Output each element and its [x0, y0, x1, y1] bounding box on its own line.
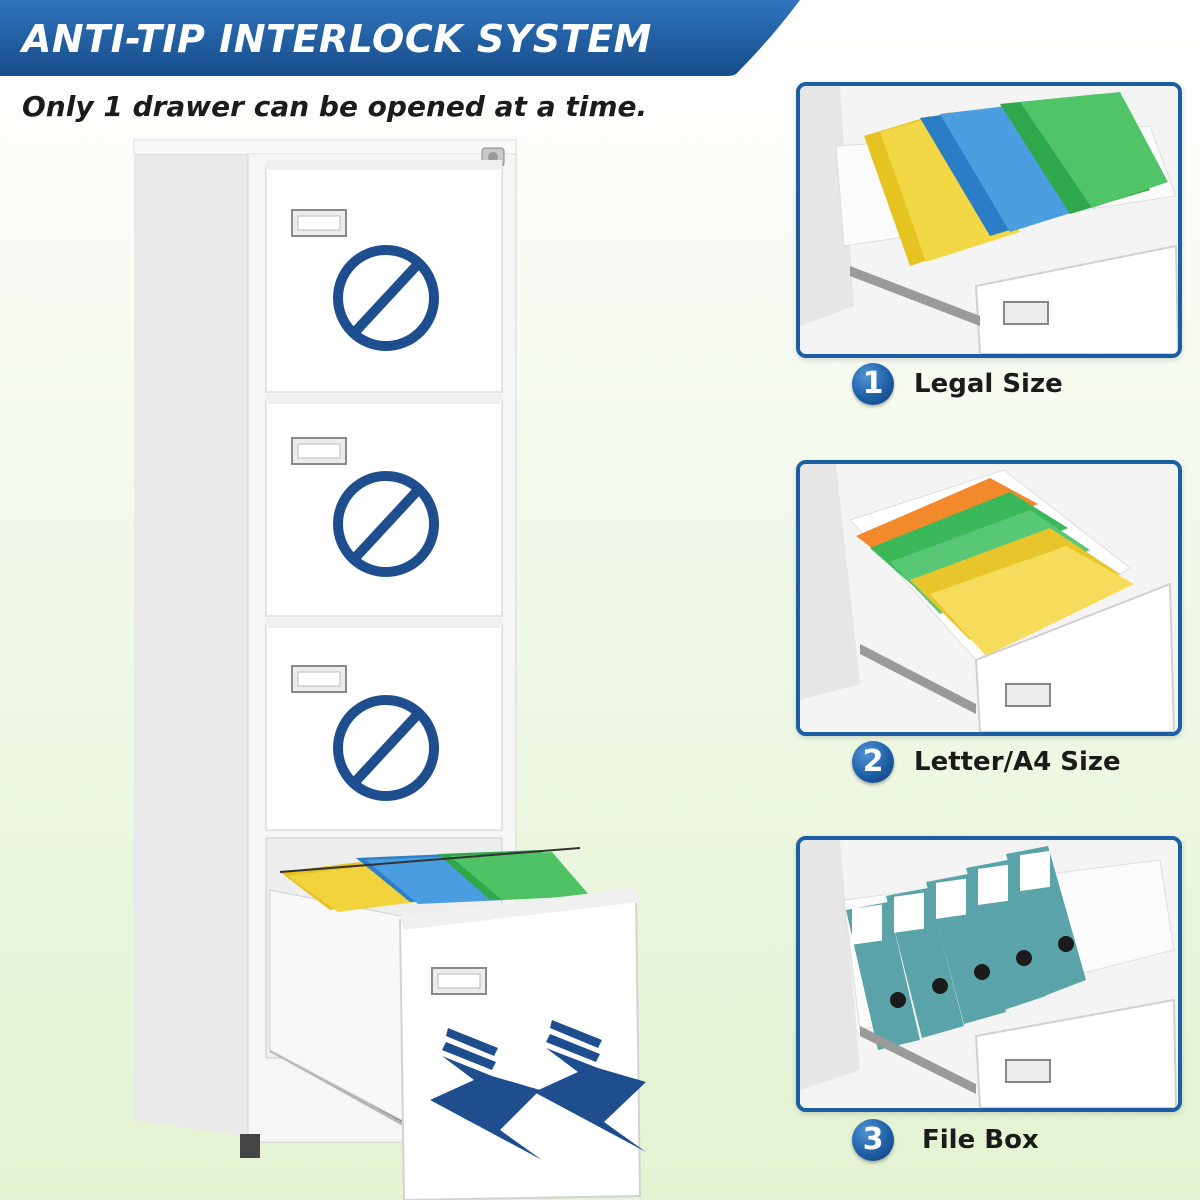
legal-size-caption: 1 Legal Size — [852, 356, 1063, 412]
prohibited-icon — [333, 245, 439, 351]
filing-cabinet — [120, 130, 660, 1202]
binder-icon — [926, 874, 1006, 1024]
file-box-panel — [796, 836, 1182, 1112]
hanging-folders — [279, 847, 590, 912]
down-arrow-icon — [430, 1028, 542, 1160]
prohibited-icon — [333, 471, 439, 577]
drawer-3[interactable] — [265, 618, 503, 831]
label-holder-icon — [291, 437, 347, 465]
letter-a4-panel — [796, 460, 1182, 736]
legal-folders-image — [800, 86, 1178, 354]
banner-shape — [0, 0, 800, 76]
letter-a4-caption: 2 Letter/A4 Size — [852, 734, 1121, 790]
number-badge: 1 — [852, 363, 894, 405]
drawer-1[interactable] — [265, 160, 503, 393]
drawer-2[interactable] — [265, 394, 503, 617]
file-box-label: File Box — [922, 1125, 1039, 1155]
drawer-4-open[interactable] — [265, 837, 646, 1202]
binder-icon — [1006, 846, 1086, 996]
binder-icon — [966, 860, 1046, 1010]
page-subtitle: Only 1 drawer can be opened at a time. — [22, 90, 648, 123]
number-badge: 2 — [852, 741, 894, 783]
letter-folders-image — [800, 464, 1178, 732]
legal-size-panel — [796, 82, 1182, 358]
binder-icon — [846, 902, 920, 1050]
number-badge: 3 — [852, 1119, 894, 1161]
down-arrow-icon — [534, 1020, 646, 1152]
prohibited-icon — [333, 695, 439, 801]
label-holder-icon — [431, 967, 487, 995]
file-box-caption: 3 File Box — [852, 1112, 1039, 1168]
label-holder-icon — [291, 209, 347, 237]
binder-icon — [886, 888, 964, 1038]
letter-a4-label: Letter/A4 Size — [914, 747, 1121, 777]
label-holder-icon — [291, 665, 347, 693]
title-banner: ANTI-TIP INTERLOCK SYSTEM — [0, 0, 800, 78]
file-box-image — [800, 840, 1178, 1108]
legal-size-label: Legal Size — [914, 369, 1063, 399]
page-title: ANTI-TIP INTERLOCK SYSTEM — [22, 17, 652, 61]
